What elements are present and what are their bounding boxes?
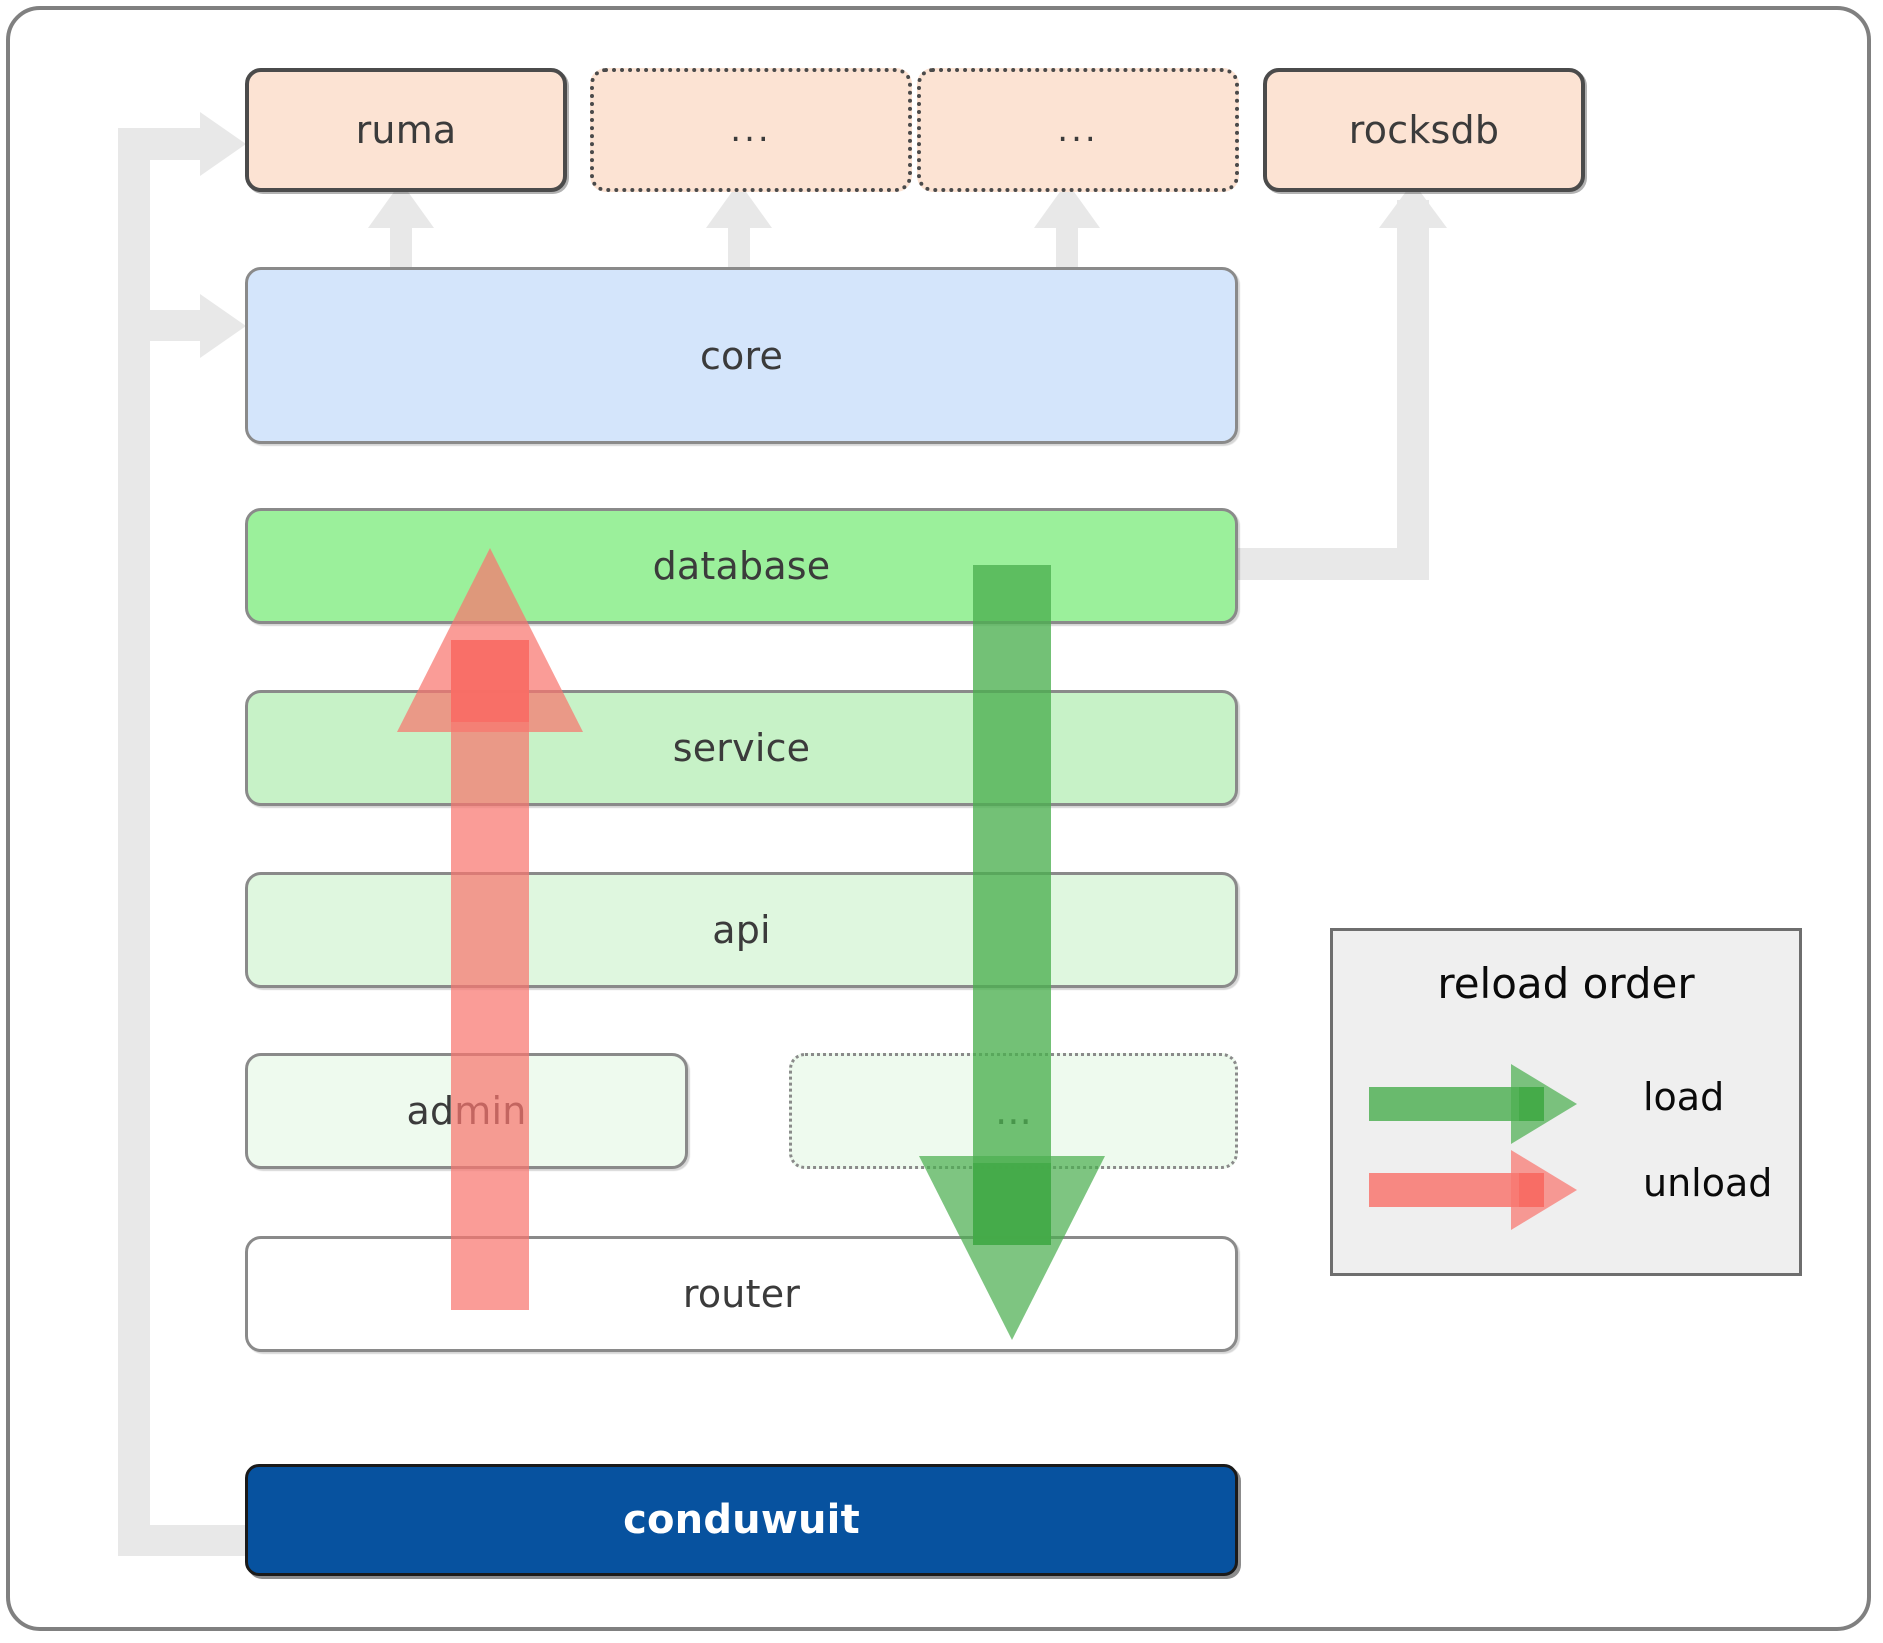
dependency-node-ruma[interactable]: ruma: [245, 68, 567, 192]
dependency-label-ruma: ruma: [355, 108, 457, 152]
connector-database-to-rocksdb-h: [1238, 548, 1415, 580]
dependency-label-rocksdb: rocksdb: [1348, 108, 1500, 152]
connector-arrowhead-ruma: [200, 112, 246, 176]
layer-label-api: api: [712, 908, 771, 952]
legend-panel: reload order load unload: [1330, 928, 1802, 1276]
app-label-conduwuit: conduwuit: [623, 1497, 860, 1543]
connector-arrowhead-core: [200, 294, 246, 358]
connector-arrowhead-core-ruma: [368, 182, 434, 228]
legend-label-unload: unload: [1643, 1161, 1773, 1205]
legend-title: reload order: [1437, 959, 1695, 1008]
connector-arrowhead-core-dots2: [1034, 182, 1100, 228]
layer-label-admin: admin: [406, 1089, 527, 1133]
connector-database-to-rocksdb-v: [1397, 200, 1429, 580]
legend-arrow-load: [1369, 1064, 1577, 1144]
layer-label-router: router: [682, 1272, 801, 1316]
layer-label-core: core: [699, 333, 784, 378]
layer-node-placeholder[interactable]: ...: [789, 1053, 1238, 1169]
layer-node-database[interactable]: database: [245, 508, 1238, 624]
connector-arrowhead-rocksdb: [1379, 182, 1447, 228]
connector-left-trunk: [118, 128, 150, 1556]
app-node-conduwuit[interactable]: conduwuit: [245, 1464, 1238, 1576]
legend-arrow-unload: [1369, 1150, 1577, 1230]
legend-row-unload: unload: [1333, 1147, 1799, 1233]
dependency-node-placeholder-1[interactable]: ...: [590, 68, 912, 192]
connector-arrowhead-core-dots1: [706, 182, 772, 228]
layer-label-database: database: [652, 544, 831, 588]
layer-node-service[interactable]: service: [245, 690, 1238, 806]
layer-node-admin[interactable]: admin: [245, 1053, 688, 1169]
layer-node-api[interactable]: api: [245, 872, 1238, 988]
dependency-node-placeholder-2[interactable]: ...: [917, 68, 1239, 192]
legend-row-load: load: [1333, 1061, 1799, 1147]
legend-label-load: load: [1643, 1075, 1725, 1119]
dependency-node-rocksdb[interactable]: rocksdb: [1263, 68, 1585, 192]
layer-label-placeholder: ...: [995, 1089, 1032, 1133]
dependency-label-placeholder-2: ...: [1057, 110, 1099, 150]
layer-node-router[interactable]: router: [245, 1236, 1238, 1352]
layer-node-core[interactable]: core: [245, 267, 1238, 444]
dependency-label-placeholder-1: ...: [730, 110, 772, 150]
layer-label-service: service: [672, 726, 811, 770]
